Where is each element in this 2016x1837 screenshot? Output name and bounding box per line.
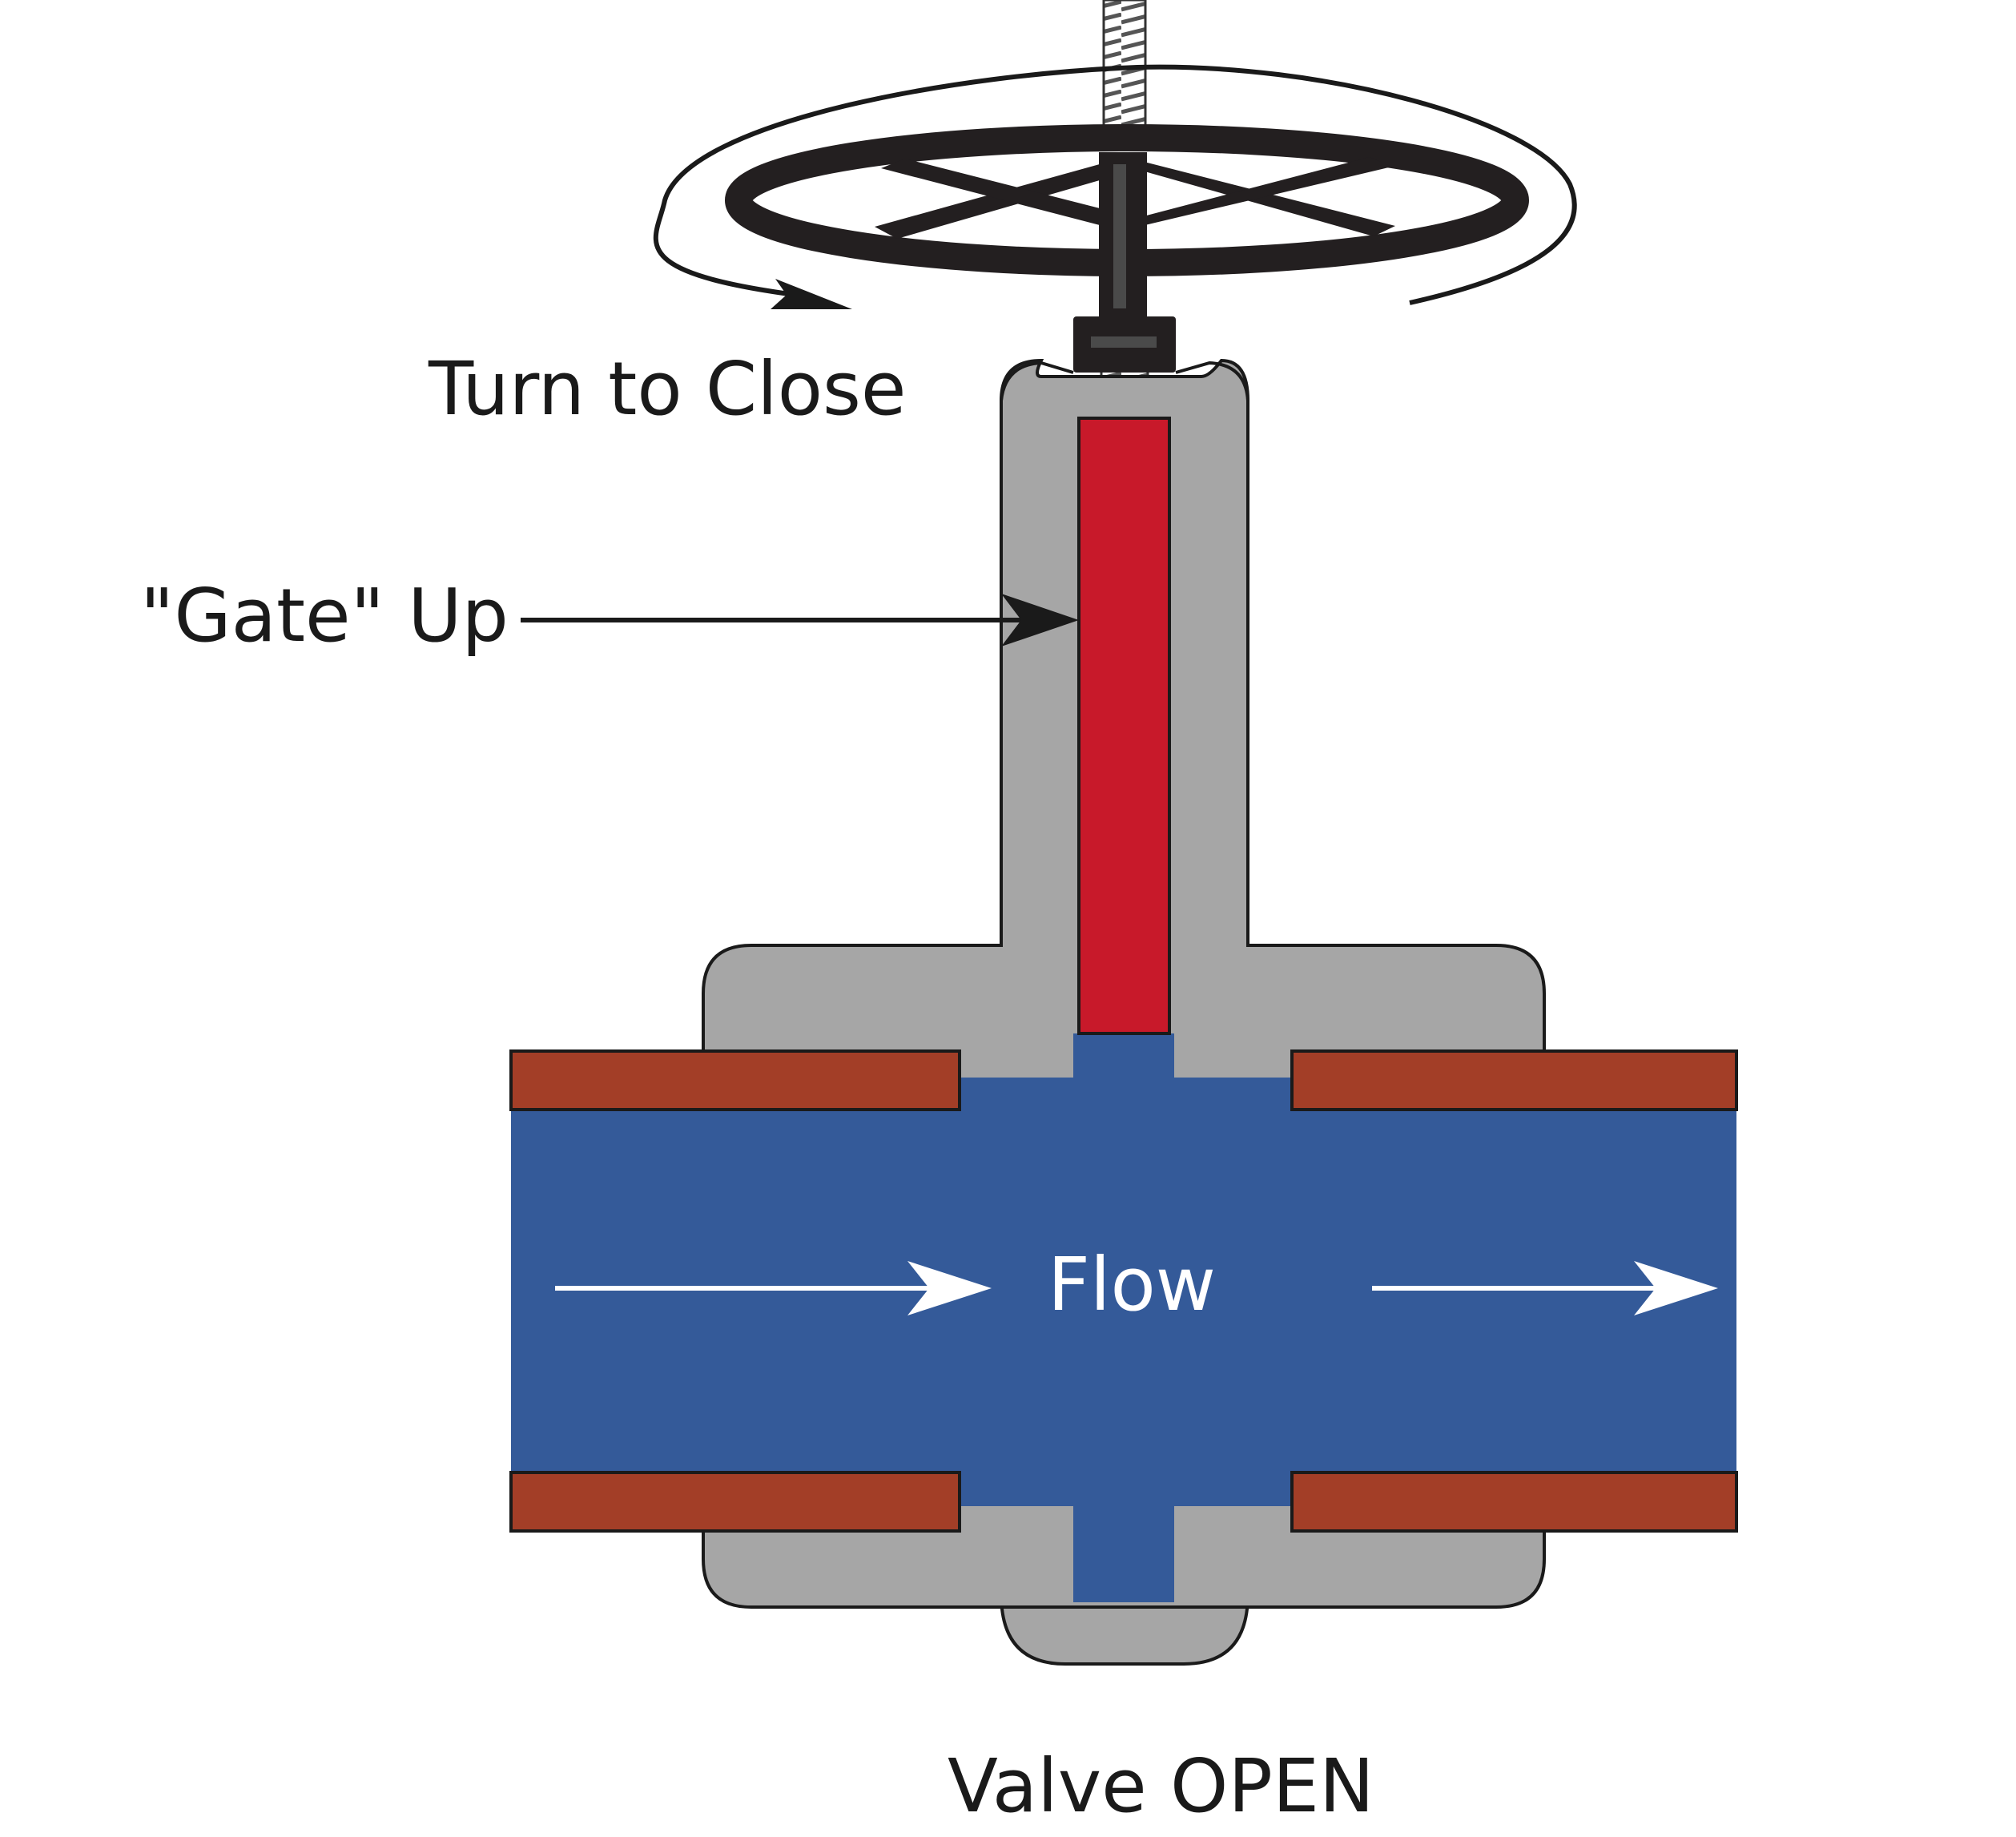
flow-arrow-right (1372, 1261, 1718, 1315)
flow-label: Flow (1048, 1242, 1217, 1327)
gate-pointer-arrow (521, 594, 1079, 647)
handwheel-icon (725, 124, 1529, 373)
fluid-channel (511, 1033, 1736, 1602)
flow-arrow-left (555, 1261, 992, 1315)
gate (1077, 417, 1171, 1035)
rotation-arrow-icon (653, 64, 1577, 309)
pipe-walls (509, 1049, 1738, 1533)
gate-up-label: "Gate" Up (140, 573, 509, 659)
turn-to-close-label: Turn to Close (429, 346, 907, 432)
valve-open-label: Valve OPEN (948, 1743, 1374, 1829)
